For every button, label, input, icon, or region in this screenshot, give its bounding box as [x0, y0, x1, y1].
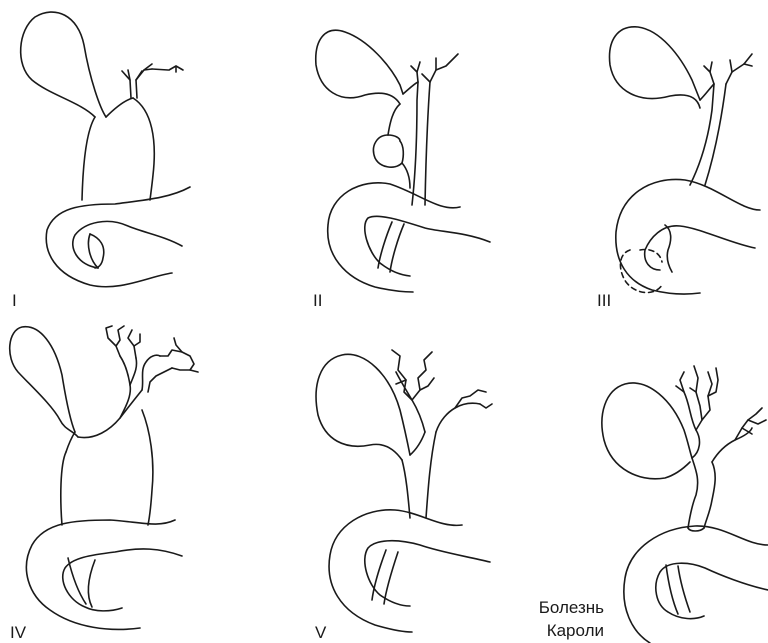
panel-iii-drawing [610, 27, 760, 294]
common-bile-duct [388, 82, 430, 205]
common-bile-duct [402, 432, 436, 518]
gallbladder [21, 12, 106, 117]
panel-iv-drawing [10, 326, 198, 629]
panel-label-caroli-line2: Кароли [524, 619, 604, 642]
panel-i-drawing [21, 12, 190, 287]
duodenum [616, 179, 760, 294]
panel-label-iv: IV [10, 624, 26, 641]
diverticulum [373, 135, 410, 188]
panel-ii-drawing [316, 30, 490, 292]
panel-v-drawing [316, 350, 492, 632]
duodenum [26, 520, 182, 629]
gallbladder [316, 30, 403, 104]
cystic-dilation-bile-duct [61, 390, 153, 525]
duodenum [46, 187, 190, 287]
intrahepatic-dilation [106, 326, 198, 418]
panel-label-caroli-line1: Болезнь [524, 596, 604, 619]
hepatic-ducts [122, 64, 183, 98]
gallbladder [602, 383, 692, 479]
hepatic-ducts [411, 54, 458, 82]
panel-label-v: V [315, 624, 326, 641]
duodenum [329, 510, 490, 632]
duodenum [624, 526, 768, 643]
panel-label-caroli: Болезнь Кароли [524, 596, 604, 642]
panel-caroli-drawing [602, 366, 768, 643]
duodenum [328, 183, 490, 292]
intrahepatic-dilation [392, 350, 492, 432]
panel-label-iii: III [597, 292, 611, 309]
hepatic-ducts [704, 54, 752, 84]
cystic-dilation-bile-duct [82, 98, 154, 200]
gallbladder [316, 354, 410, 460]
common-bile-duct [688, 458, 715, 531]
panel-label-ii: II [313, 292, 322, 309]
choledochocele [620, 225, 672, 293]
gallbladder [610, 27, 700, 108]
gallbladder [10, 327, 78, 452]
panel-label-i: I [12, 292, 17, 309]
